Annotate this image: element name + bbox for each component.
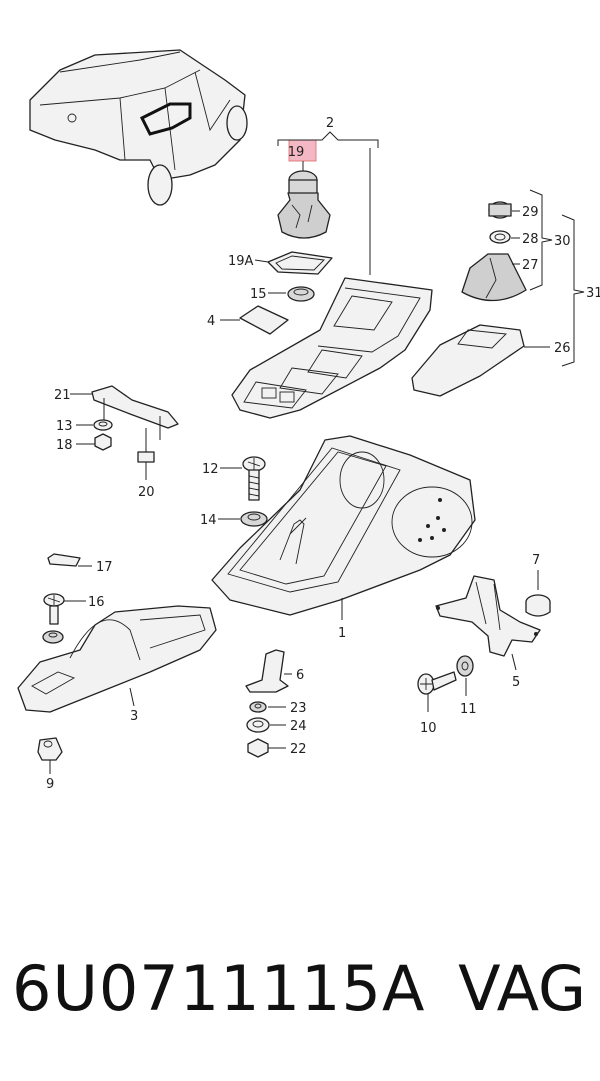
label-28: 28 xyxy=(522,232,539,247)
label-13: 13 xyxy=(56,419,73,434)
boot-frame xyxy=(267,251,333,275)
shift-bracket xyxy=(435,570,551,671)
bracket-6 xyxy=(245,649,292,758)
gear-knob-boot xyxy=(277,139,331,239)
label-23: 23 xyxy=(290,701,307,716)
label-11: 11 xyxy=(460,702,477,717)
label-19: 19 xyxy=(288,145,305,160)
label-10: 10 xyxy=(420,721,437,736)
label-9: 9 xyxy=(46,777,54,792)
label-26: 26 xyxy=(554,341,571,356)
label-17: 17 xyxy=(96,560,113,575)
car-silhouette xyxy=(29,49,248,206)
label-14: 14 xyxy=(200,513,217,528)
label-2: 2 xyxy=(326,116,334,131)
label-18: 18 xyxy=(56,438,73,453)
part-number: 6U0711115A xyxy=(12,952,426,1025)
label-27: 27 xyxy=(522,258,539,273)
label-31: 31 xyxy=(586,286,600,301)
label-21: 21 xyxy=(54,388,71,403)
brand-label: VAG xyxy=(458,952,586,1025)
pad xyxy=(47,553,81,567)
label-3: 3 xyxy=(130,709,138,724)
clip-9 xyxy=(37,737,63,774)
label-24: 24 xyxy=(290,719,307,734)
bolt-10 xyxy=(417,655,474,712)
label-29: 29 xyxy=(522,205,539,220)
upper-console-trim xyxy=(231,277,433,419)
label-6: 6 xyxy=(296,668,304,683)
label-15: 15 xyxy=(250,287,267,302)
label-12: 12 xyxy=(202,462,219,477)
label-4: 4 xyxy=(207,314,215,329)
label-7: 7 xyxy=(532,553,540,568)
screw-16 xyxy=(42,593,86,644)
label-30: 30 xyxy=(554,234,571,249)
cover-clip xyxy=(239,305,289,335)
screw-and-washer xyxy=(218,456,268,527)
label-16: 16 xyxy=(88,595,105,610)
parts-exploded-diagram: 19 2 19A 15 4 29 28 30 27 31 26 21 13 18… xyxy=(17,49,600,792)
label-19a: 19A xyxy=(228,254,254,269)
label-22: 22 xyxy=(290,742,307,757)
center-console xyxy=(211,435,476,620)
label-5: 5 xyxy=(512,675,520,690)
alt-console-parts xyxy=(411,189,585,397)
label-1: 1 xyxy=(338,626,346,641)
rear-tray xyxy=(17,605,217,713)
mount-bracket xyxy=(70,385,179,480)
label-20: 20 xyxy=(138,485,155,500)
